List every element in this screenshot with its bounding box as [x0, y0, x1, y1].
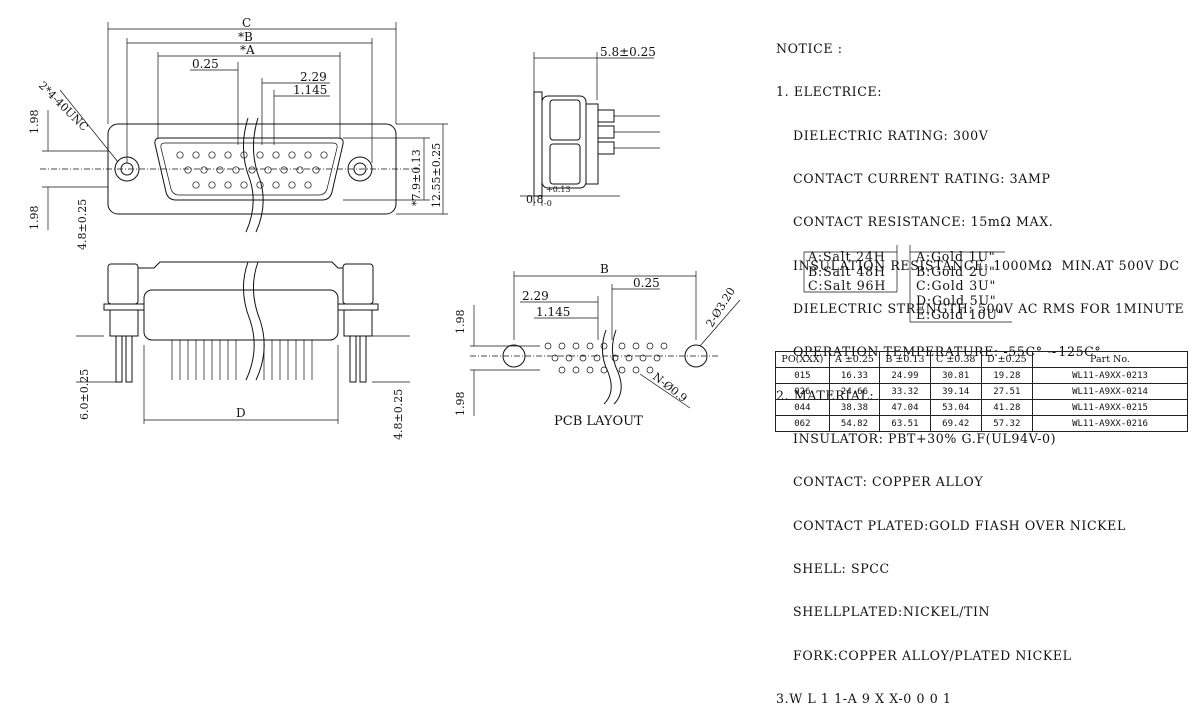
table-cell: 30.81: [929, 367, 982, 384]
gold-option: C:Gold 3U": [916, 278, 997, 293]
notice-line: SHELLPLATED:NICKEL/TIN: [793, 604, 991, 620]
table-cell: 47.04: [879, 399, 931, 416]
bottom-view: D 6.0±0.25 4.8±0.25: [76, 261, 410, 440]
dim-198-bottom: 1.98: [28, 206, 41, 231]
table-cell: 33.32: [879, 383, 931, 400]
salt-option: C:Salt 96H: [808, 278, 887, 293]
table-cell: 27.51: [980, 383, 1034, 400]
gold-option: A:Gold 1U": [916, 249, 996, 264]
table-cell: 19.28: [980, 367, 1034, 384]
technical-drawing: C *B *A 0.25 2.29 1.145: [28, 16, 1012, 440]
table-cell: WL11-A9XX-0213: [1032, 367, 1188, 384]
table-cell: 044: [775, 399, 830, 416]
front-view: C *B *A 0.25 2.29 1.145: [28, 16, 448, 250]
dim-025: 0.25: [192, 57, 219, 71]
dim-1145: 1.145: [293, 83, 327, 97]
dim-229: 2.29: [300, 70, 327, 84]
dim-1255: 12.55±0.25: [430, 143, 443, 208]
part-code-line: 3.W L 1 1-A 9 X X-0 0 0 1: [776, 691, 952, 707]
gold-options: A:Gold 1U" B:Gold 2U" C:Gold 3U" D:Gold …: [916, 249, 1005, 323]
gold-option: B:Gold 2U": [916, 263, 996, 279]
dim-d: D: [236, 406, 246, 420]
notice-title: NOTICE :: [776, 40, 843, 56]
notice-line: INSULATOR: PBT+30% G.F(UL94V-0): [793, 431, 1057, 446]
pcb-holes: [544, 342, 668, 374]
salt-option: A:Salt 24H: [808, 249, 886, 264]
table-cell: WL11-A9XX-0215: [1032, 399, 1188, 416]
col-header: PO(XXX): [775, 351, 830, 368]
table-row: 044 38.38 47.04 53.04 41.28 WL11-A9XX-02…: [775, 399, 1188, 416]
option-brackets: [803, 245, 1012, 323]
gold-option: E:Gold 10U": [916, 307, 1005, 322]
dim-08-sub: -0: [544, 199, 552, 208]
pcb-dim-hole-small: N-Ø0.9: [650, 370, 689, 405]
col-header: D ±0.25: [980, 351, 1034, 368]
gold-option: D:Gold 5U": [916, 292, 997, 308]
dim-screw: 2*4-40UNC: [36, 79, 91, 134]
pcb-layout-title: PCB LAYOUT: [554, 414, 643, 429]
table-cell: 63.51: [879, 415, 931, 432]
table-cell: 69.42: [929, 415, 982, 432]
pcb-dim-025: 0.25: [633, 276, 660, 290]
dim-48-bottom: 4.8±0.25: [392, 389, 405, 440]
pcb-dim-1145: 1.145: [536, 305, 570, 319]
table-cell: 41.28: [980, 399, 1034, 416]
table-cell: WL11-A9XX-0216: [1032, 415, 1188, 432]
pcb-dim-198-top: 1.98: [454, 310, 467, 335]
table-row: 026 24.66 33.32 39.14 27.51 WL11-A9XX-02…: [775, 383, 1188, 400]
table-cell: WL11-A9XX-0214: [1032, 383, 1188, 400]
notice-line: CONTACT: COPPER ALLOY: [793, 474, 984, 490]
salt-option: B:Salt 48H: [808, 263, 886, 279]
side-view: 5.8±0.25 0.8 +0.13 -0: [520, 45, 660, 208]
pcb-dim-229: 2.29: [522, 289, 549, 303]
table-cell: 57.32: [980, 415, 1034, 432]
pcb-dim-hole-big: 2-Ø3.20: [704, 285, 738, 329]
table-cell: 53.04: [929, 399, 982, 416]
notice-line: INSULATION RESISTANCE: 1000MΩ MIN.AT 500…: [793, 257, 1180, 273]
bottom-pins: [171, 340, 313, 380]
salt-options: A:Salt 24H B:Salt 48H C:Salt 96H: [808, 249, 887, 294]
notice-line: DIELECTRIC RATING: 300V: [793, 127, 989, 143]
table-cell: 16.33: [828, 367, 881, 384]
table-cell: 24.99: [879, 367, 931, 384]
table-cell: 39.14: [929, 383, 982, 400]
col-header: Part No.: [1032, 351, 1188, 368]
table-row: 062 54.82 63.51 69.42 57.32 WL11-A9XX-02…: [775, 415, 1188, 432]
notice-line: CONTACT CURRENT RATING: 3AMP: [793, 170, 1051, 186]
dim-08-sup: +0.13: [546, 185, 571, 194]
front-pins: [176, 151, 328, 189]
table-cell: 062: [775, 415, 830, 432]
notice-electric-heading: 1. ELECTRICE:: [776, 84, 883, 100]
table-cell: 026: [775, 383, 830, 400]
col-header: C ±0.38: [929, 351, 982, 368]
table-header-row: PO(XXX) A ±0.25 B ±0.13 C ±0.38 D ±0.25 …: [775, 351, 1188, 368]
table-cell: 015: [775, 367, 830, 384]
notice-line: SHELL: SPCC: [793, 561, 890, 577]
dim-198-top: 1.98: [28, 110, 41, 135]
dim-08: 0.8: [526, 193, 544, 206]
notice-line: CONTACT RESISTANCE: 15mΩ MAX.: [793, 214, 1054, 230]
dim-60: 6.0±0.25: [78, 369, 91, 420]
pcb-dim-198-bottom: 1.98: [454, 392, 467, 417]
table-row: 015 16.33 24.99 30.81 19.28 WL11-A9XX-02…: [775, 367, 1188, 384]
part-number-table: PO(XXX) A ±0.25 B ±0.13 C ±0.38 D ±0.25 …: [775, 351, 1188, 432]
table-cell: 24.66: [828, 383, 881, 400]
table-cell: 38.38: [828, 399, 881, 416]
dim-a: *A: [240, 43, 255, 57]
dim-79: *7.9±0.13: [410, 149, 423, 206]
dim-48-front: 4.8±0.25: [76, 199, 89, 250]
pcb-layout: B 0.25 2.29 1.145 2-Ø3.20 N-Ø0.9: [454, 262, 741, 429]
pcb-dim-b: B: [600, 262, 609, 276]
col-header: B ±0.13: [879, 351, 931, 368]
col-header: A ±0.25: [828, 351, 881, 368]
notice-line: FORK:COPPER ALLOY/PLATED NICKEL: [793, 647, 1072, 663]
dim-58: 5.8±0.25: [600, 45, 656, 59]
notice-line: DIELECTRIC STRENGTH: 500V AC RMS FOR 1MI…: [793, 300, 1185, 316]
dim-b: *B: [238, 30, 253, 44]
table-cell: 54.82: [828, 415, 881, 432]
notice-line: CONTACT PLATED:GOLD FIASH OVER NICKEL: [793, 517, 1126, 533]
dim-c: C: [242, 16, 251, 30]
